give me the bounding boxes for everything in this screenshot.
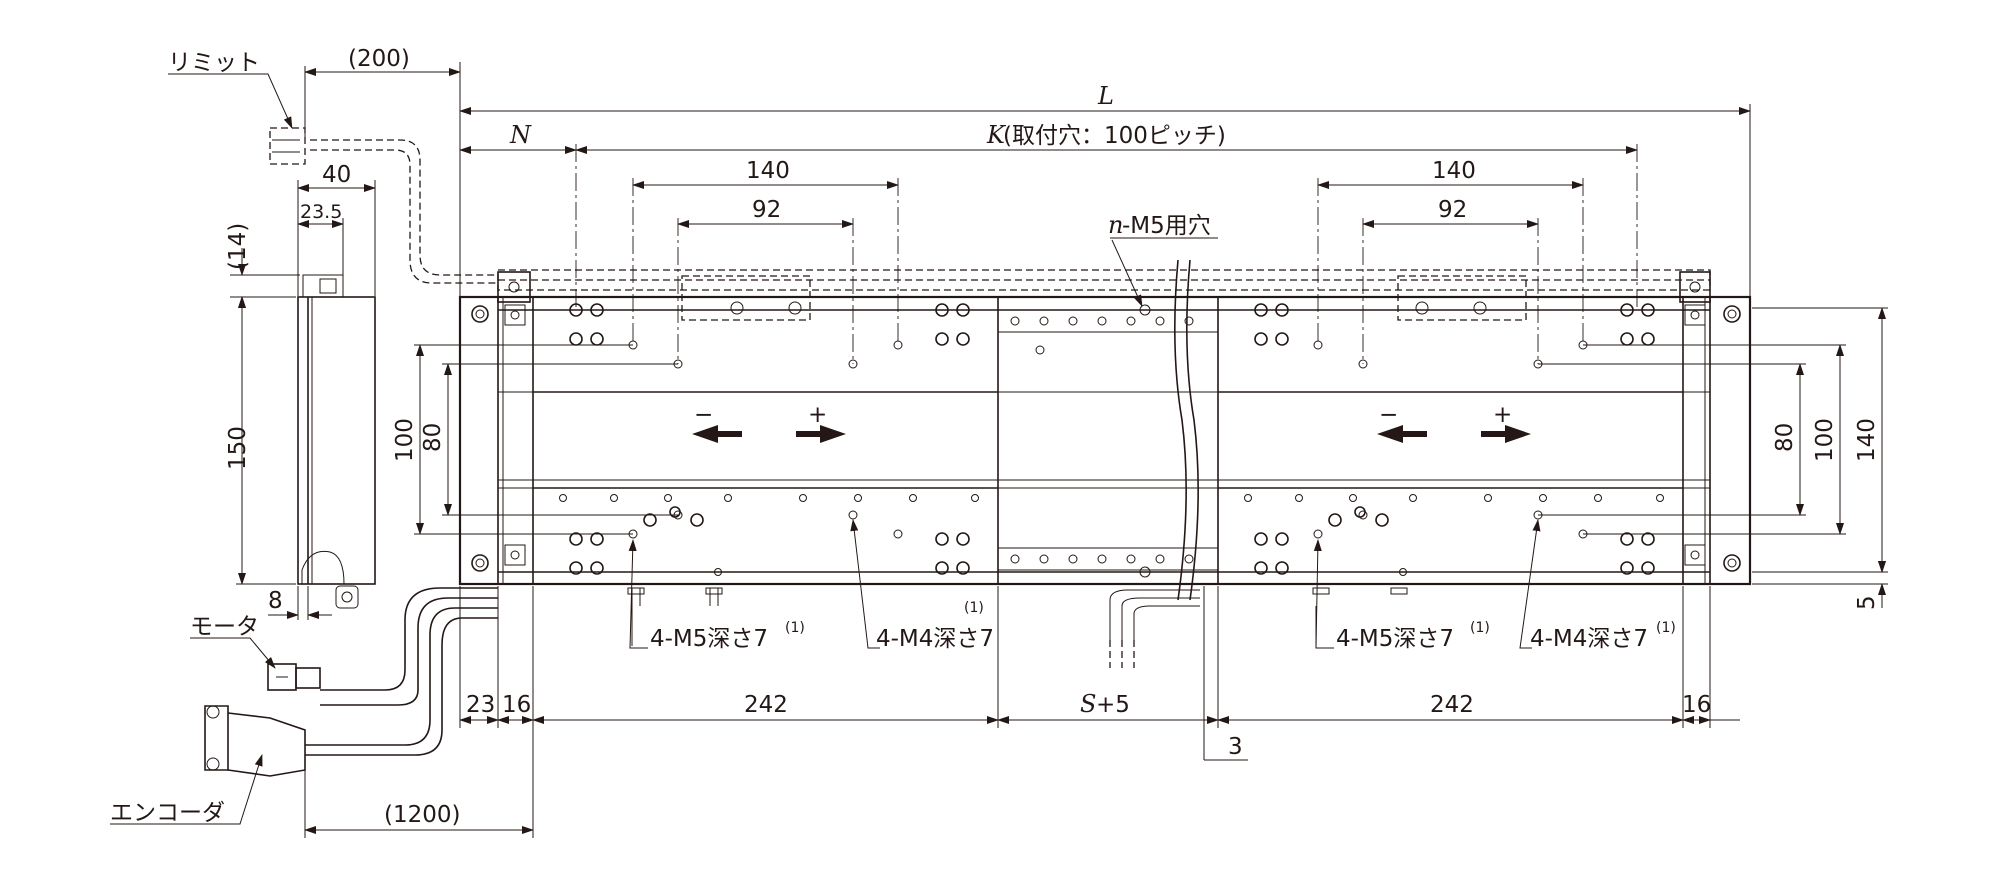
plus-direction-arrow-right [1481, 425, 1531, 443]
minus-direction-arrow-left [692, 425, 742, 443]
dim-K: K [986, 121, 1007, 149]
slider-left [532, 296, 999, 606]
dim-23: 23 [466, 692, 495, 718]
annotations: リミット モータ エンコーダ (200) 40 23.5 (14) 150 8 … [110, 46, 1880, 828]
dim-N: N [509, 121, 532, 149]
dim-140-right: 140 [1432, 158, 1476, 184]
dim-200: (200) [348, 46, 410, 72]
m4-label-right: 4-M4深さ7 [1530, 626, 1648, 652]
base-outline [458, 295, 1752, 586]
dim-1200: (1200) [384, 802, 460, 828]
left-vertical-dimensions [414, 344, 678, 535]
minus-sign-left: − [694, 402, 713, 428]
n-hole-label: -M5用穴 [1122, 213, 1211, 239]
side-body-outline [297, 296, 376, 585]
n-label: n [1108, 211, 1123, 239]
dim-8: 8 [268, 588, 283, 614]
dim-S: S [1080, 690, 1096, 718]
dim-80-left: 80 [420, 423, 446, 452]
dim-K-note: (取付穴：100ピッチ) [1003, 123, 1226, 149]
m4-note-right: (1) [1656, 620, 1676, 636]
dim-100-right: 100 [1812, 418, 1838, 462]
dim-3: 3 [1228, 734, 1243, 760]
main-body [458, 269, 1752, 586]
dim-140-left: 140 [746, 158, 790, 184]
side-cable-gland [335, 585, 359, 609]
dim-40: 40 [322, 162, 351, 188]
minus-sign-right: − [1379, 402, 1398, 428]
dim-5: 5 [1854, 595, 1880, 610]
dim-16-right: 16 [1682, 692, 1711, 718]
dim-S-suffix: +5 [1096, 692, 1130, 718]
top-dimensions [459, 104, 1751, 364]
dim-140-vertical: 140 [1854, 418, 1880, 462]
side-connector-box [302, 274, 344, 298]
dim-150: 150 [225, 426, 251, 470]
right-vertical-dimensions [1538, 307, 1888, 608]
dim-16-left: 16 [502, 692, 531, 718]
dim-L: L [1097, 82, 1114, 110]
plus-sign-left: + [808, 402, 827, 428]
direction-arrows [692, 425, 1531, 443]
side-view [204, 127, 498, 777]
m4-note-left: (1) [964, 600, 984, 616]
m5-note-left: (1) [785, 620, 805, 636]
limit-label: リミット [168, 50, 260, 76]
dim-92-left: 92 [752, 197, 781, 223]
limit-connector [269, 127, 306, 165]
m5-note-right: (1) [1470, 620, 1490, 636]
center-section [997, 259, 1219, 668]
motor-label: モータ [190, 614, 259, 640]
dim-100-left: 100 [392, 418, 418, 462]
bottom-dimensions [459, 519, 1740, 761]
dim-242-left: 242 [744, 692, 788, 718]
slider-right [1217, 296, 1684, 595]
dim-92-right: 92 [1438, 197, 1467, 223]
m5-label-right: 4-M5深さ7 [1336, 626, 1454, 652]
plus-direction-arrow-left [796, 425, 846, 443]
dim-242-right: 242 [1430, 692, 1474, 718]
dim-80-right: 80 [1772, 423, 1798, 452]
dim-23-5: 23.5 [300, 201, 342, 223]
plus-sign-right: + [1493, 402, 1512, 428]
m5-label-left: 4-M5深さ7 [650, 626, 768, 652]
m4-label-left: 4-M4深さ7 [876, 626, 994, 652]
encoder-label: エンコーダ [110, 800, 225, 826]
dim-14: (14) [225, 223, 251, 270]
minus-direction-arrow-right [1377, 425, 1427, 443]
